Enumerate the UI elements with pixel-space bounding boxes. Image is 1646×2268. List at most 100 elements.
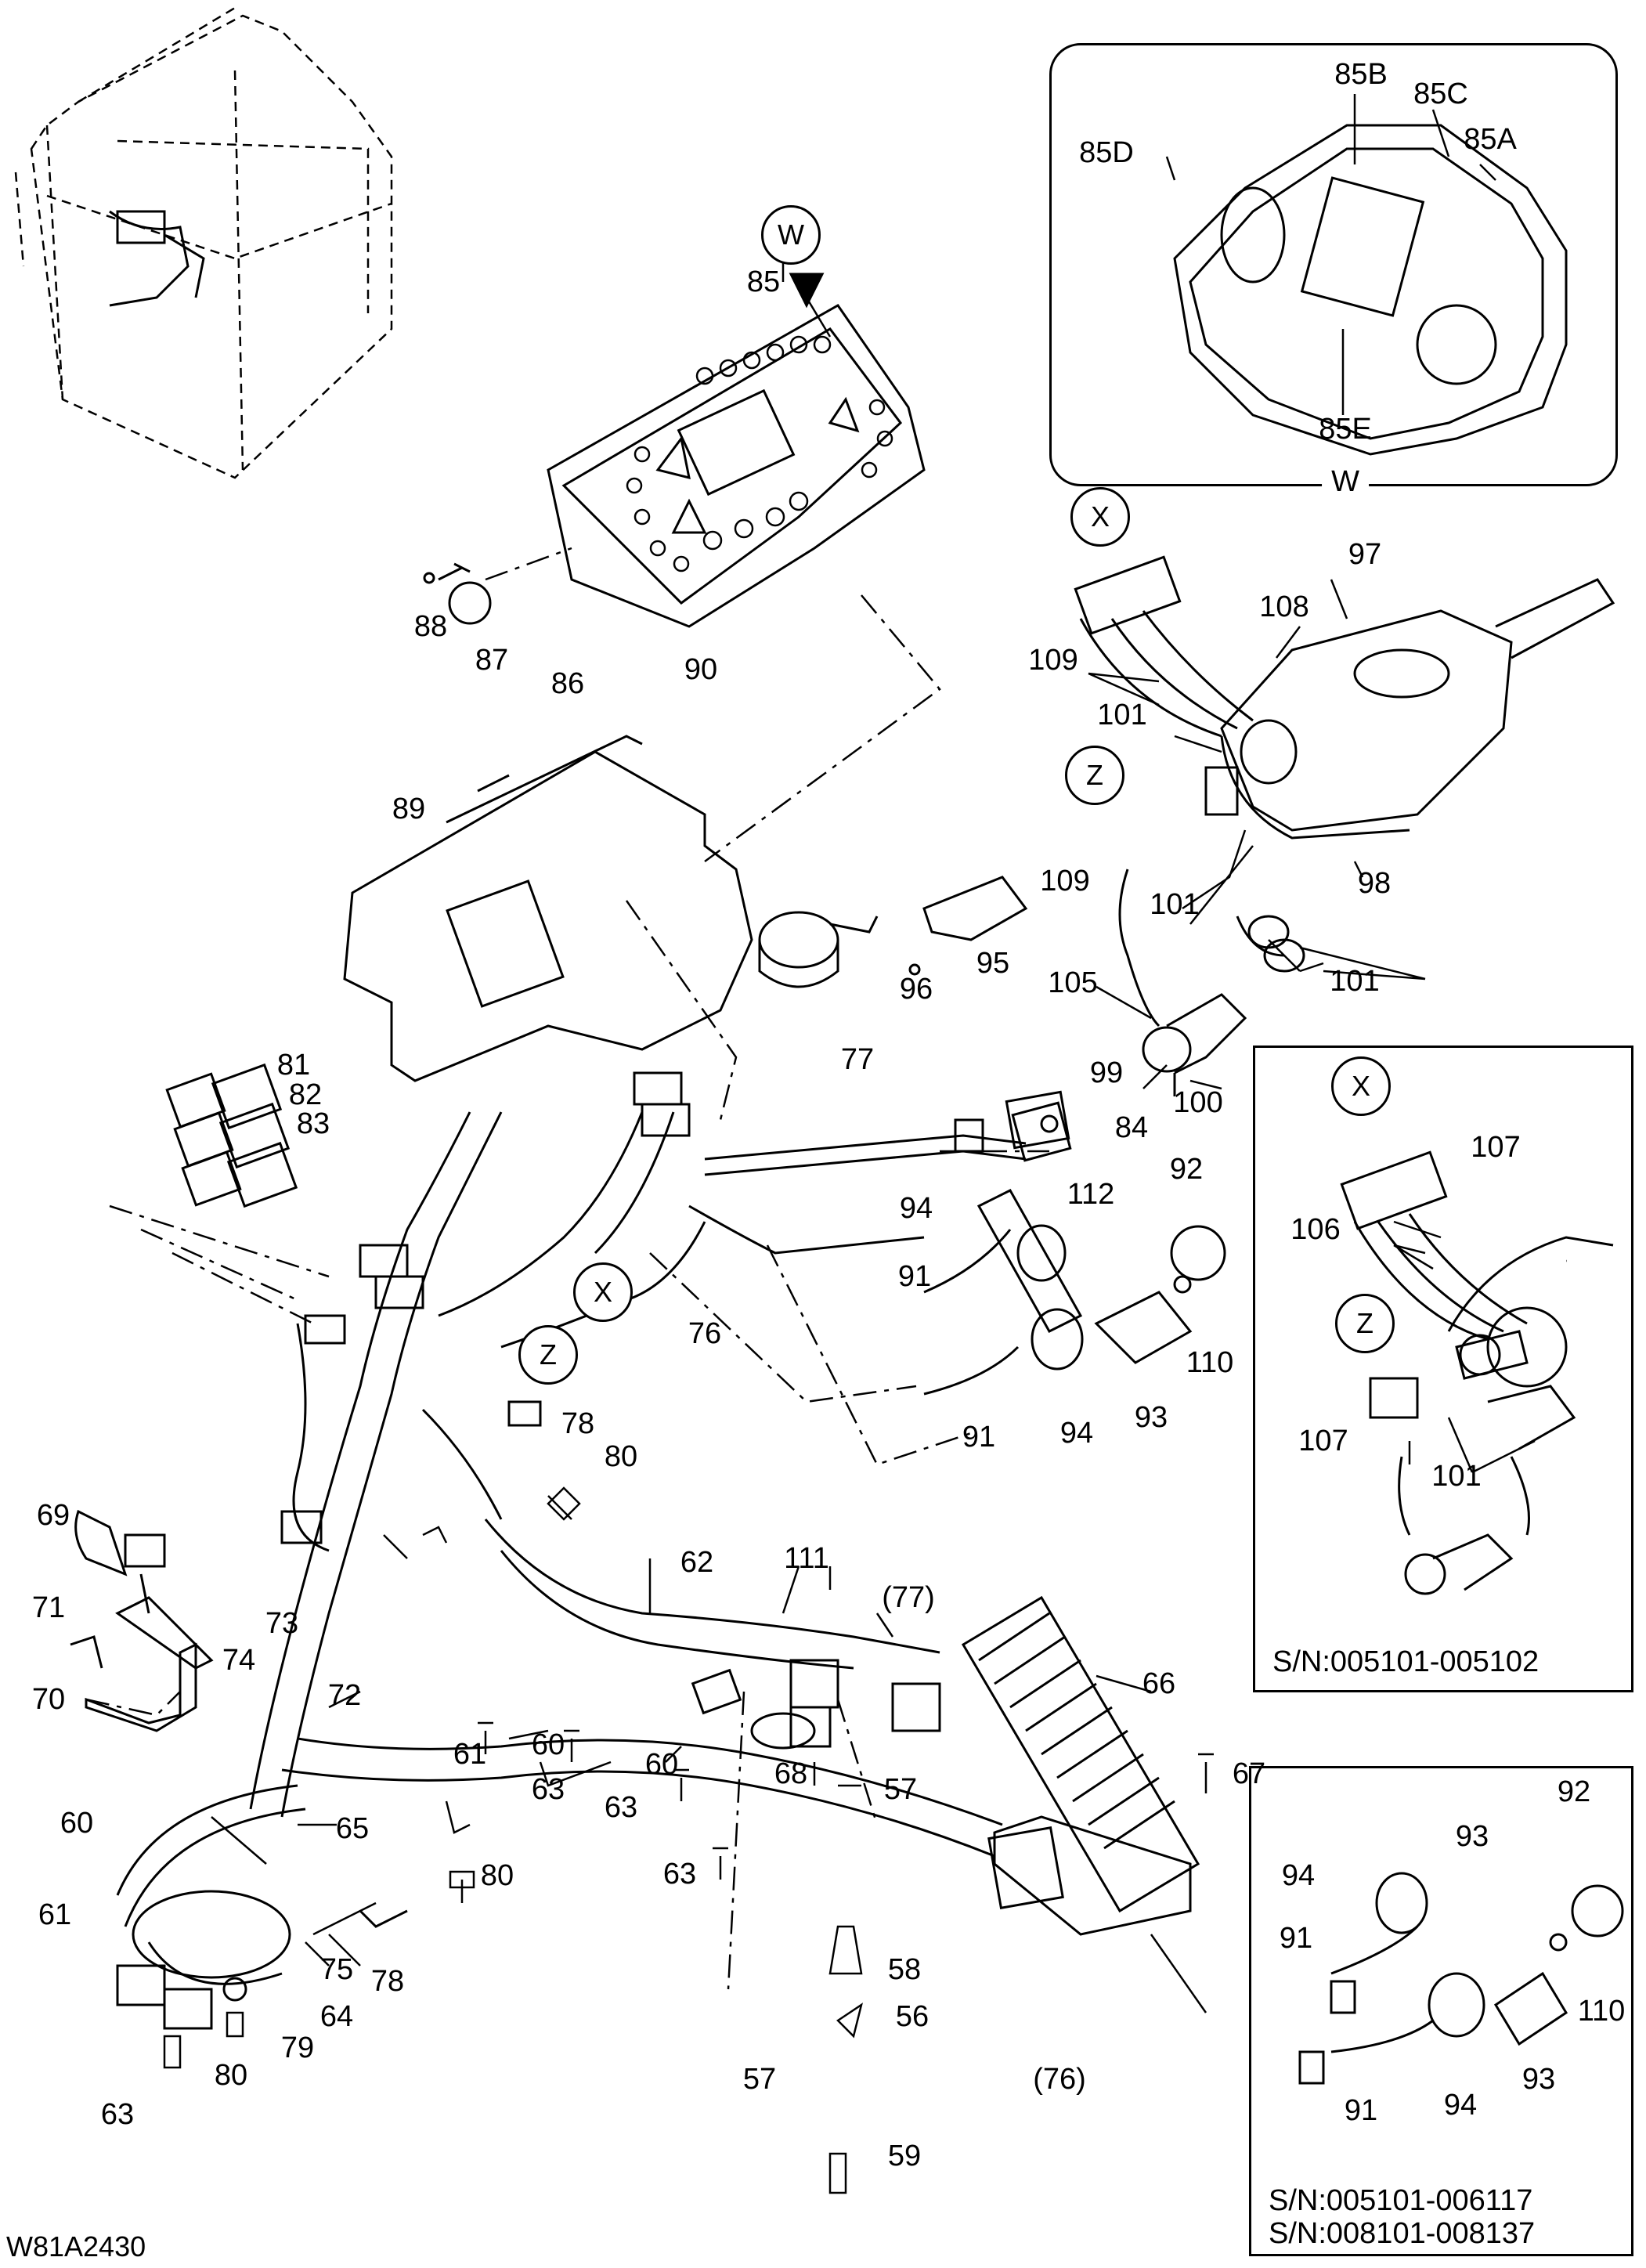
inset-s2-drawing [1298,1872,1624,2085]
switch-84 [1005,1090,1070,1150]
label-98: 98 [1357,867,1392,900]
label-96: 96 [899,973,933,1006]
bracket-89 [343,735,753,1082]
label-62: 62 [680,1546,714,1579]
label-66: 66 [1142,1667,1176,1700]
label-85e: 85E [1319,413,1372,446]
inset-s1-leaders [1393,1220,1536,1474]
label-83: 83 [296,1107,330,1140]
label-80: 80 [604,1440,638,1473]
label-60: 60 [531,1728,565,1761]
label-81: 81 [276,1049,311,1082]
label-94: 94 [1281,1859,1316,1892]
label-94: 94 [899,1192,933,1225]
switches-91-93 [923,1189,1226,1396]
serial-note-2b: S/N:008101-008137 [1269,2217,1536,2250]
label-82: 82 [288,1078,323,1111]
monitor-85 [547,304,926,628]
callout-z: Z [1065,746,1124,805]
accelerator-pedal-66 [961,1595,1200,1936]
label-93: 93 [1134,1401,1168,1434]
label-85: 85 [746,265,781,298]
label-80: 80 [480,1859,514,1892]
label-105: 105 [1048,966,1098,999]
bolts-nuts [163,1486,1214,2194]
label-86: 86 [550,667,585,700]
combination-switch-97 [1204,578,1615,840]
label-69: 69 [36,1499,70,1532]
label-94: 94 [1059,1417,1094,1450]
label-59: 59 [887,2140,922,2172]
label-85c: 85C [1413,78,1468,110]
serial-note-1: S/N:005101-005102 [1272,1645,1540,1678]
label-106: 106 [1290,1213,1341,1246]
label-94: 94 [1443,2089,1478,2122]
sensor-61 [116,1890,408,2030]
label-85a: 85A [1464,123,1517,156]
label-110: 110 [1577,1995,1626,2028]
label-63: 63 [604,1791,638,1824]
label-110: 110 [1186,1346,1234,1379]
bracket-70 [70,1509,214,1732]
relays-81-83 [165,1063,298,1208]
label-92: 92 [1557,1775,1591,1808]
label-109: 109 [1040,865,1090,897]
label-99: 99 [1089,1056,1124,1089]
label-63: 63 [531,1773,565,1806]
callout-w: W [761,205,821,265]
inset-serial-1-frame [1253,1046,1633,1692]
label-109: 109 [1028,644,1078,677]
label-100: 100 [1173,1086,1223,1119]
label-71: 71 [31,1591,66,1624]
callout-x-harness: X [573,1262,633,1322]
label-63: 63 [100,2098,135,2131]
label-88: 88 [413,610,448,643]
monitor-85-dots [626,335,893,572]
label-93: 93 [1521,2063,1556,2096]
label-101: 101 [1431,1460,1482,1493]
label-101: 101 [1097,699,1147,731]
label-85b: 85B [1334,58,1388,91]
label-63: 63 [662,1858,697,1891]
label-92: 92 [1169,1153,1204,1186]
label-111: 111 [784,1542,829,1575]
label-56: 56 [895,2000,929,2033]
label-101: 101 [1150,888,1200,921]
key-switch [758,876,1028,988]
label-112: 112 [1067,1178,1115,1211]
label-60: 60 [644,1748,679,1781]
cab-harness [109,210,205,307]
connectors-x-main [1074,555,1254,738]
label-60: 60 [60,1807,94,1840]
label-65: 65 [335,1812,370,1845]
figure-code: W81A2430 [6,2230,146,2263]
label-75: 75 [319,1953,354,1986]
label-84: 84 [1114,1111,1149,1144]
label-73: 73 [265,1607,299,1640]
label-108: 108 [1259,590,1309,623]
inset-w-caption: W [1322,467,1369,497]
label-85d: 85D [1079,136,1134,169]
callout-x: X [1070,487,1130,547]
label-64: 64 [319,2000,354,2033]
label-93: 93 [1455,1820,1489,1853]
label-89: 89 [392,793,426,825]
label-68: 68 [774,1757,808,1790]
label-67: 67 [1232,1757,1266,1790]
cab-outline [14,6,393,479]
lamp-switch-99 [1118,869,1305,1096]
label-76: 76 [688,1317,722,1350]
harness-connectors [280,1071,1072,1909]
main-leaders [211,258,1207,2013]
inset-w-leaders [1165,94,1496,415]
label-97: 97 [1348,538,1382,571]
label-57: 57 [883,1773,918,1806]
w-pointer [789,273,825,309]
label-101: 101 [1330,965,1380,998]
label-91: 91 [897,1260,932,1293]
label-77-paren: (77) [882,1581,935,1614]
label-74: 74 [222,1644,256,1677]
callout-z-harness: Z [518,1325,578,1385]
label-91: 91 [1344,2094,1378,2127]
label-72: 72 [327,1679,362,1712]
